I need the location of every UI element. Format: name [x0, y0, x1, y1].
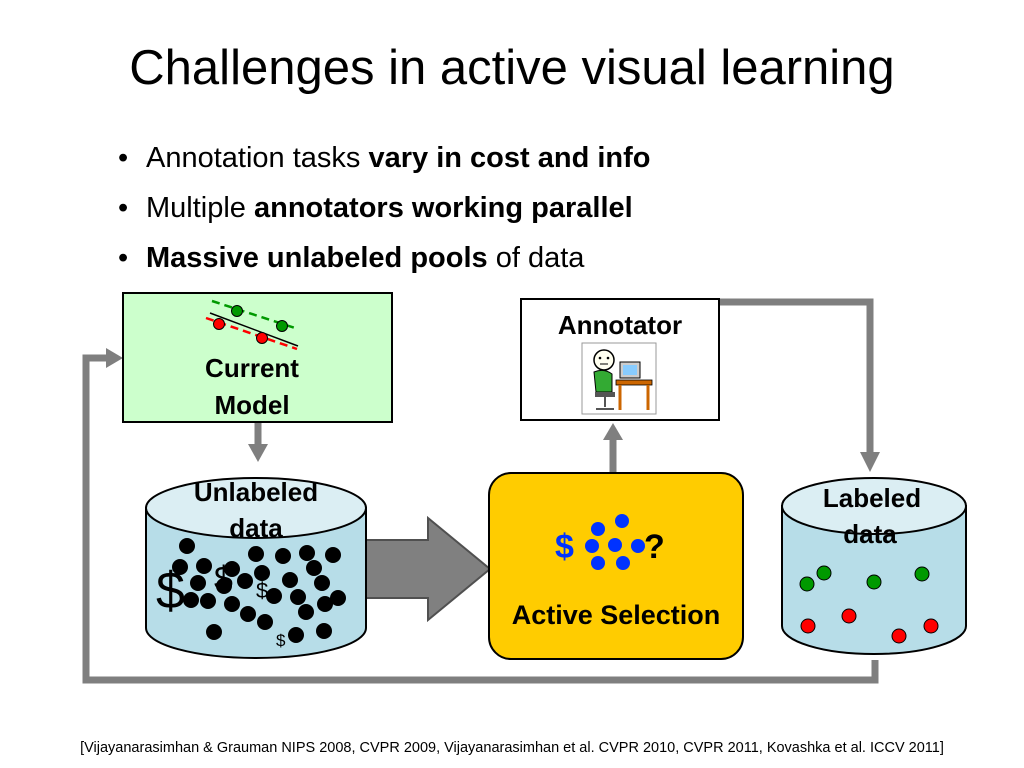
bullet-item: •Multiple annotators working parallel: [118, 192, 633, 224]
labeled-label-line1: Labeled: [823, 483, 921, 513]
labeled-data-cylinder: Labeled data: [781, 477, 967, 655]
annotator-label: Annotator: [558, 310, 682, 340]
cost-symbol-tiny: $: [276, 631, 286, 650]
annotator-arrowhead: [603, 423, 623, 440]
unlabeled-label-line1: Unlabeled: [194, 477, 318, 507]
feedback-loop-arrow: [82, 354, 879, 684]
green-labeled-point: [816, 565, 832, 581]
bullet-list: •Annotation tasks vary in cost and info …: [118, 138, 650, 288]
blue-point: [585, 539, 599, 553]
current-model-label-line1: Current: [205, 353, 299, 383]
annotator-person-icon: [581, 342, 657, 415]
selection-question-mark: ?: [644, 528, 665, 566]
blue-point: [608, 538, 622, 552]
feedback-arrowhead: [106, 348, 123, 368]
red-point: [213, 318, 225, 330]
blue-point: [591, 522, 605, 536]
green-point: [231, 305, 243, 317]
unlabeled-to-selection-arrow: [364, 515, 492, 623]
cost-symbol-small: $: [256, 578, 268, 603]
annotator-box: Annotator: [520, 298, 720, 421]
unlabeled-points: [172, 538, 346, 643]
current-model-label-line2: Model: [214, 390, 289, 420]
active-selection-box: $ ? Active Selection: [488, 472, 744, 660]
citation: [Vijayanarasimhan & Grauman NIPS 2008, C…: [80, 740, 944, 756]
blue-point: [616, 556, 630, 570]
decision-boundary-line: [209, 312, 299, 347]
unlabeled-data-cylinder: Unlabeled data $ $ $ $: [145, 477, 367, 659]
slide-title: Challenges in active visual learning: [129, 41, 895, 95]
active-selection-label: Active Selection: [512, 600, 721, 630]
blue-point: [615, 514, 629, 528]
red-labeled-point: [923, 618, 939, 634]
unlabeled-label-line2: data: [229, 513, 283, 543]
red-point: [256, 332, 268, 344]
labeled-arrowhead: [860, 452, 880, 472]
red-labeled-point: [841, 608, 857, 624]
bullet-item: •Annotation tasks vary in cost and info: [118, 142, 651, 174]
green-labeled-point: [799, 576, 815, 592]
blue-point: [591, 556, 605, 570]
current-model-box: Current Model: [122, 292, 393, 423]
blue-point: [631, 539, 645, 553]
bullet-item: •Massive unlabeled pools of data: [118, 242, 585, 274]
selection-dollar-sign: $: [555, 528, 574, 566]
red-labeled-point: [891, 628, 907, 644]
green-labeled-point: [866, 574, 882, 590]
model-arrowhead: [248, 444, 268, 462]
green-point: [276, 320, 288, 332]
red-labeled-point: [800, 618, 816, 634]
green-labeled-point: [914, 566, 930, 582]
labeled-label-line2: data: [843, 519, 897, 549]
annotator-to-labeled-arrow: [720, 298, 874, 454]
